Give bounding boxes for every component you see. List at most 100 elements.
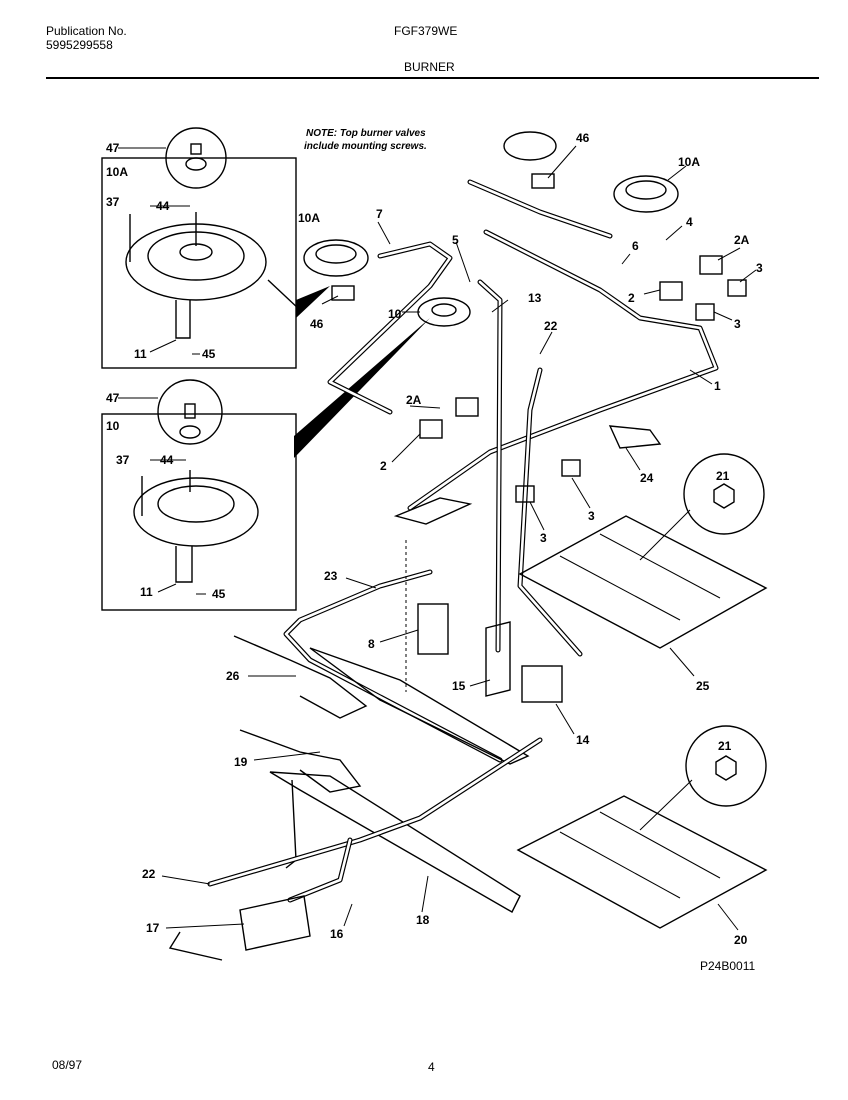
burner-cap-47a — [185, 157, 207, 171]
header-rule — [46, 77, 819, 79]
deflector-20 — [516, 795, 768, 929]
callout-4: 4 — [686, 215, 693, 229]
valve-2-left — [419, 419, 443, 439]
footer-page-number: 4 — [428, 1060, 435, 1074]
callout-10a: 10A — [298, 211, 320, 225]
burner-10-mid — [417, 297, 471, 327]
leader-21-top — [639, 509, 691, 561]
valve-2a-left — [455, 397, 479, 417]
callout-2: 2 — [380, 459, 387, 473]
callout-14: 14 — [576, 733, 590, 747]
deflector-25-group — [518, 453, 768, 677]
burner-cap-47b — [179, 425, 201, 439]
callout-20: 20 — [734, 933, 748, 947]
leader-11a — [149, 339, 177, 353]
callout-25: 25 — [696, 679, 710, 693]
clip-3-r2 — [695, 303, 715, 321]
callout-47: 47 — [106, 141, 120, 155]
callout-18: 18 — [416, 913, 430, 927]
callout-24: 24 — [640, 471, 654, 485]
burner-10-mid-port — [431, 303, 457, 317]
callout-37: 37 — [106, 195, 120, 209]
callout-1: 1 — [714, 379, 721, 393]
bracket-46-top — [531, 173, 555, 189]
inset-arrow-10 — [294, 318, 430, 458]
bracket-46-mid — [331, 285, 355, 301]
nut-circle-21-top — [683, 453, 765, 535]
callout-45: 45 — [202, 347, 216, 361]
publication-number: 5995299558 — [46, 38, 113, 52]
igniter-11b — [175, 546, 193, 583]
inset-pointer-10a — [267, 279, 301, 311]
model-number: FGF379WE — [394, 24, 458, 38]
clip-3-mid2 — [561, 459, 581, 477]
manifold-1 — [407, 229, 719, 511]
callout-5: 5 — [452, 233, 459, 247]
valve-2a-right — [699, 255, 723, 275]
harness-26 — [233, 635, 368, 719]
callout-22: 22 — [142, 867, 156, 881]
nut-21-top — [713, 483, 735, 509]
callout-17: 17 — [146, 921, 160, 935]
tube-7 — [327, 241, 453, 415]
magnifier-circle-10a — [165, 127, 227, 189]
burner-10a-left-port — [315, 244, 357, 264]
callout-44: 44 — [160, 453, 174, 467]
broil-burner — [309, 647, 530, 765]
burner-port-10a — [179, 243, 213, 261]
inset-burner-10a — [101, 127, 330, 369]
callout-labels: 47 10A 37 44 11 45 47 10 37 44 11 45 10A… — [106, 131, 763, 947]
callout-21: 21 — [718, 739, 732, 753]
callout-11: 11 — [134, 347, 147, 361]
callout-13: 13 — [528, 291, 542, 305]
callout-47: 47 — [106, 391, 120, 405]
inset-arrow-10a — [296, 286, 330, 318]
callout-21: 21 — [716, 469, 730, 483]
callout-46: 46 — [576, 131, 590, 145]
leader-21-bottom — [639, 779, 693, 831]
callout-3: 3 — [756, 261, 763, 275]
deflector-20-group — [516, 725, 768, 931]
bracket-left — [393, 497, 473, 525]
callout-10: 10 — [106, 419, 120, 433]
callout-3: 3 — [734, 317, 741, 331]
callout-16: 16 — [330, 927, 344, 941]
callout-37: 37 — [116, 453, 130, 467]
leader-lines-top — [321, 145, 757, 531]
note-line-2: include mounting screws. — [304, 141, 427, 152]
leader-lines-bottom — [161, 577, 575, 929]
oven-burner-assembly — [168, 540, 563, 961]
safety-valve-14 — [521, 665, 563, 703]
orifice-24 — [608, 425, 662, 449]
burner-head-10 — [133, 477, 259, 547]
magnifier-circle-10 — [157, 379, 223, 445]
callout-2a: 2A — [406, 393, 422, 407]
callout-6: 6 — [632, 239, 639, 253]
callout-10: 10 — [388, 307, 402, 321]
callout-7: 7 — [376, 207, 383, 221]
tube-13 — [477, 279, 503, 653]
burner-top-rear — [503, 131, 557, 161]
spark-module-8 — [417, 603, 449, 655]
tube-16 — [287, 837, 353, 903]
note-line-1: NOTE: Top burner valves — [306, 128, 426, 139]
burner-ring-10 — [157, 485, 235, 523]
section-title: BURNER — [404, 60, 455, 74]
valve-2-right — [659, 281, 683, 301]
harness-19 — [239, 729, 362, 793]
deflector-25 — [518, 515, 768, 649]
cap-screw-47b — [184, 403, 196, 419]
callout-22: 22 — [544, 319, 558, 333]
leader-11b — [157, 583, 177, 593]
igniter-11a — [175, 300, 191, 339]
callout-23: 23 — [324, 569, 338, 583]
callout-44: 44 — [156, 199, 170, 213]
burner-10a-right-port — [625, 180, 667, 200]
burner-10a-right — [613, 175, 679, 213]
callout-10a: 10A — [678, 155, 700, 169]
callout-11: 11 — [140, 585, 153, 599]
bracket-15 — [485, 621, 511, 697]
callout-2a: 2A — [734, 233, 750, 247]
oven-tube-lower — [168, 931, 223, 961]
